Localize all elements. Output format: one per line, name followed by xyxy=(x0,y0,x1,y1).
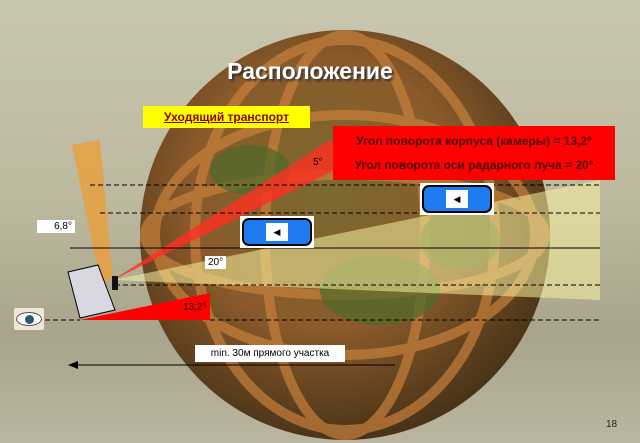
page-number: 18 xyxy=(606,419,618,430)
red-camera-angle xyxy=(80,293,210,320)
slide-title: Расположение xyxy=(227,58,393,84)
angle-13-2-label: 13,2° xyxy=(183,302,207,313)
eye-icon xyxy=(14,308,44,330)
blue-car-icon: ◀ xyxy=(420,183,494,215)
dashed-guides xyxy=(45,184,600,321)
red-radar-beam xyxy=(113,140,345,280)
angle-20-label: 20° xyxy=(205,256,227,269)
orange-beam xyxy=(72,140,113,282)
distance-arrowhead xyxy=(68,361,78,369)
camera-housing xyxy=(67,264,116,319)
camera-lens xyxy=(112,276,118,290)
angle-6-8-label: 6,8° xyxy=(37,220,75,233)
radar-angle-text: Угол поворота оси радарного луча = 20° xyxy=(354,158,594,172)
min-distance-label: min. 30м прямого участка xyxy=(195,345,345,362)
camera-angle-text: Угол поворота корпуса (камеры) = 13,2° xyxy=(356,134,592,148)
angle-info-box: Угол поворота корпуса (камеры) = 13,2° У… xyxy=(333,126,615,180)
departing-traffic-label: Уходящий транспорт xyxy=(143,106,310,128)
blue-car-icon: ◀ xyxy=(240,216,314,248)
angle-5-label: 5° xyxy=(313,157,323,168)
